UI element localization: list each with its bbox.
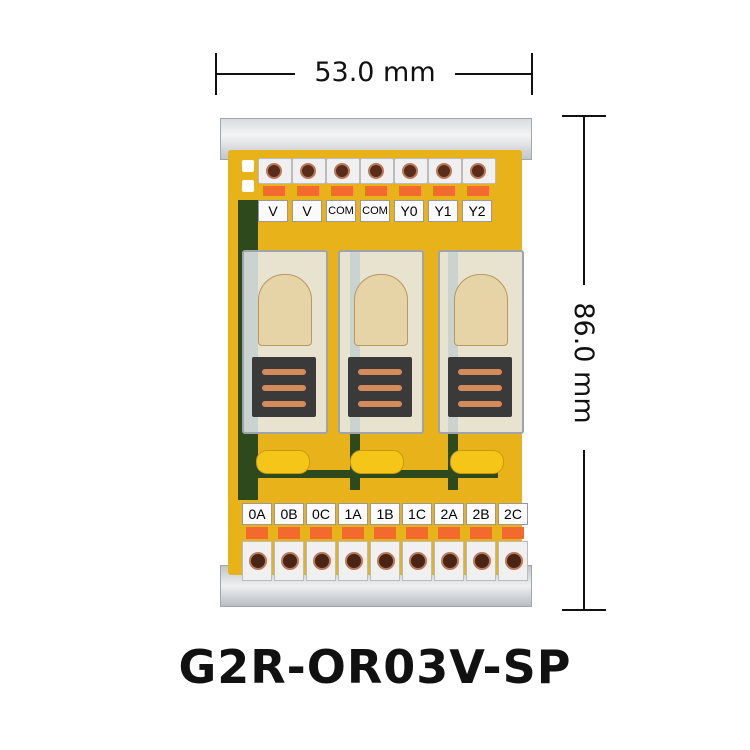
terminal-label-2b: 2B [466,503,496,525]
terminal-label-2a: 2A [434,503,464,525]
height-dimension: 86.0 mm [562,115,606,611]
width-dimension: 53.0 mm [215,53,533,95]
bottom-terminal-1c: 1C [402,503,432,581]
terminal-label-y2: Y2 [462,200,492,222]
terminal-label-0c: 0C [306,503,336,525]
terminal-label-2c: 2C [498,503,528,525]
fuse-1 [350,450,404,474]
terminal-label-com1: COM [326,200,356,222]
bottom-terminal-1a: 1A [338,503,368,581]
fuse-2 [450,450,504,474]
model-number: G2R-OR03V-SP [178,640,572,694]
bottom-terminal-1b: 1B [370,503,400,581]
terminal-label-1c: 1C [402,503,432,525]
terminal-label-y0: Y0 [394,200,424,222]
width-dimension-label: 53.0 mm [314,57,436,88]
terminal-label-y1: Y1 [428,200,458,222]
terminal-label-1a: 1A [338,503,368,525]
bottom-terminal-2a: 2A [434,503,464,581]
bottom-terminal-2b: 2B [466,503,496,581]
top-terminal-block: V V COM COM Y0 Y1 Y2 [258,158,496,232]
bottom-terminal-0a: 0A [242,503,272,581]
terminal-label-0b: 0B [274,503,304,525]
terminal-label-1b: 1B [370,503,400,525]
fuse-0 [256,450,310,474]
relay-0 [242,250,328,434]
bottom-terminal-0c: 0C [306,503,336,581]
terminal-label-0a: 0A [242,503,272,525]
relay-module-photo: oore V V COM COM Y0 Y1 Y2 [210,110,540,615]
relay-1 [338,250,424,434]
brand-mark: oore [521,224,536,250]
terminal-label-com2: COM [360,200,390,222]
bottom-terminal-0b: 0B [274,503,304,581]
relay-2 [438,250,524,434]
bottom-terminal-2c: 2C [498,503,528,581]
terminal-label-v2: V [292,200,322,222]
terminal-label-v1: V [258,200,288,222]
height-dimension-label: 86.0 mm [568,302,599,424]
